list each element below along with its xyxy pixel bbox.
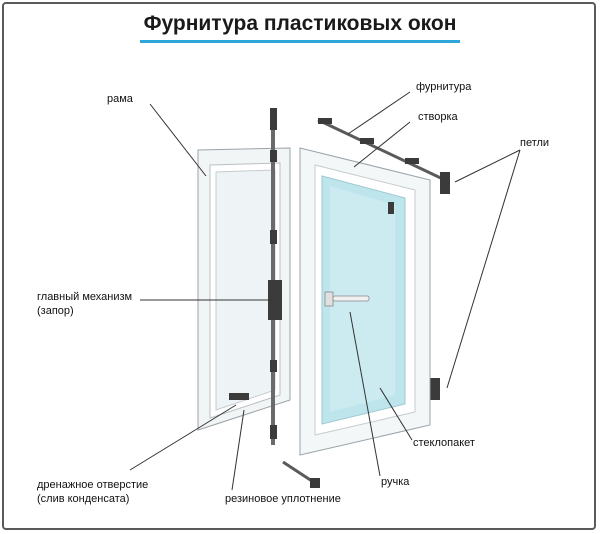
drainage-slot bbox=[229, 393, 249, 400]
label-seal: резиновое уплотнение bbox=[225, 493, 341, 505]
window-frame bbox=[197, 147, 291, 431]
handle bbox=[332, 295, 370, 302]
label-main-mechanism-1: главный механизм bbox=[37, 291, 133, 303]
label-drainage-1: дренажное отверстие bbox=[37, 479, 149, 491]
window-sash bbox=[299, 147, 431, 456]
label-hinges: петли bbox=[520, 137, 550, 149]
top-hinge bbox=[440, 172, 450, 194]
bottom-hinge bbox=[430, 378, 440, 400]
handle-base bbox=[324, 291, 334, 307]
border-frame bbox=[2, 2, 596, 530]
label-hardware: фурнитура bbox=[416, 81, 472, 93]
leader-lines bbox=[129, 91, 521, 491]
label-drainage-2: (слив конденсата) bbox=[37, 493, 130, 505]
label-handle: ручка bbox=[381, 476, 410, 488]
page-title: Фурнитура пластиковых окон bbox=[143, 12, 457, 35]
label-sash: створка bbox=[418, 111, 458, 123]
title-underline bbox=[140, 40, 460, 43]
label-main-mechanism-2: (запор) bbox=[37, 305, 74, 317]
label-frame: рама bbox=[107, 93, 133, 105]
main-lock-mechanism bbox=[268, 280, 282, 320]
hardware-strip bbox=[268, 108, 450, 488]
label-glass-unit: стеклопакет bbox=[413, 437, 475, 449]
